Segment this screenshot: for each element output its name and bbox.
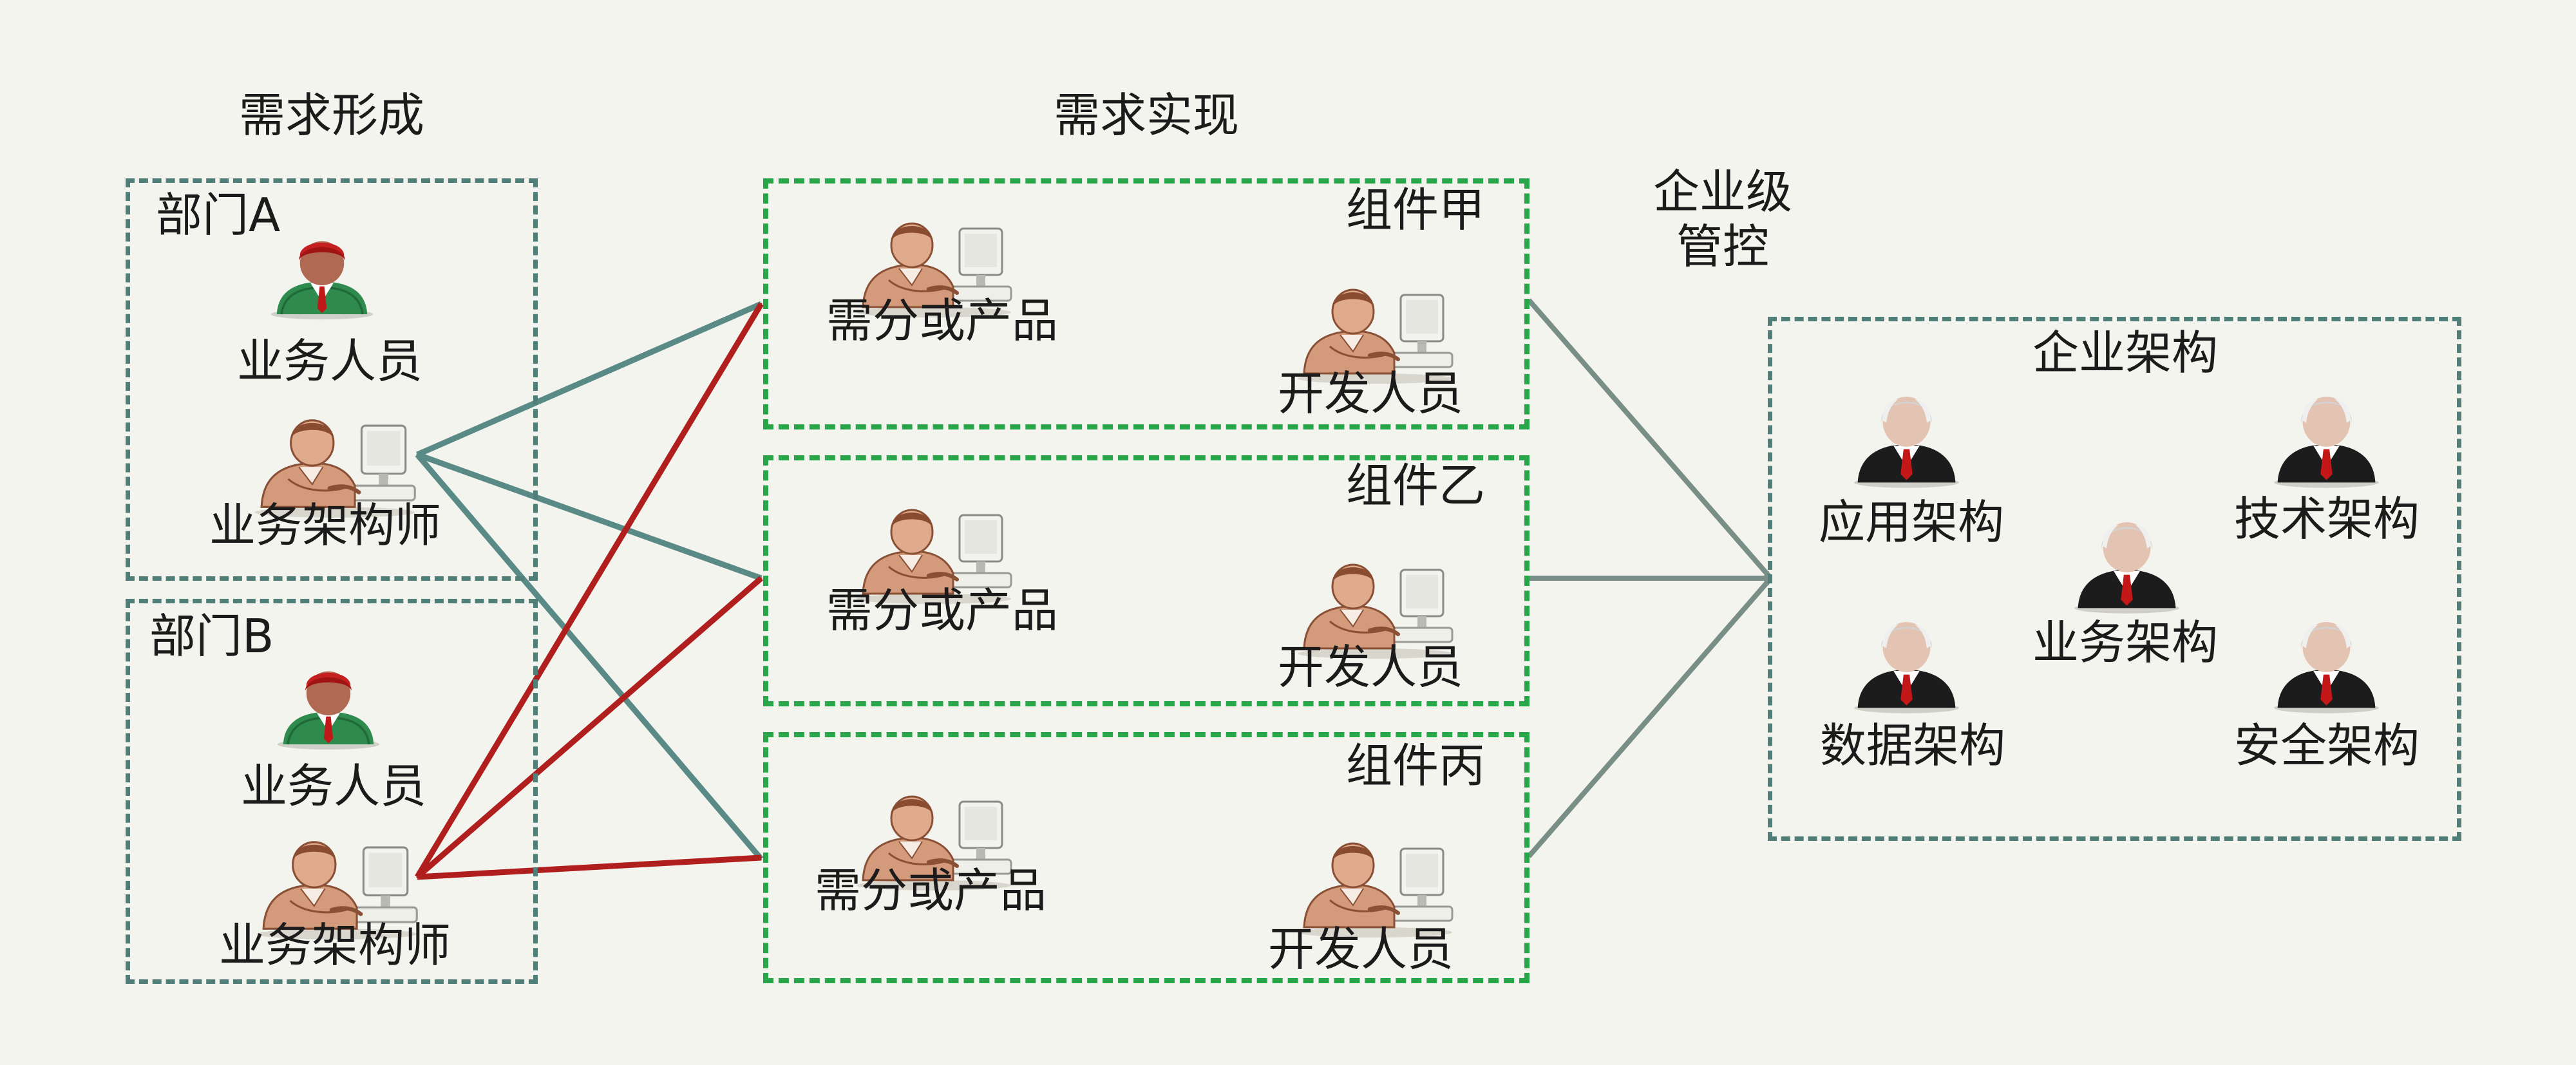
component-jia-analyst-label: 需分或产品 bbox=[826, 294, 1059, 348]
arrow-component-bing-to-enterprise bbox=[1526, 578, 1772, 858]
department-a-box bbox=[126, 178, 538, 581]
application-architecture-label: 应用架构 bbox=[1818, 495, 2005, 549]
department-a-staff-label: 业务人员 bbox=[236, 334, 423, 388]
department-b-label: 部门B bbox=[149, 609, 274, 663]
department-a-label: 部门A bbox=[156, 188, 281, 242]
arrow-component-jia-to-enterprise bbox=[1526, 298, 1772, 579]
arrows-governance bbox=[1526, 298, 1772, 858]
component-jia-box bbox=[763, 178, 1530, 429]
heading-enterprise-governance-line1: 企业级 bbox=[1653, 165, 1793, 219]
department-a-architect-label: 业务架构师 bbox=[209, 498, 442, 552]
component-yi-box bbox=[763, 455, 1530, 706]
component-yi-developer-label: 开发人员 bbox=[1277, 640, 1464, 694]
component-bing-developer-label: 开发人员 bbox=[1267, 922, 1454, 976]
department-b-staff-label: 业务人员 bbox=[240, 759, 427, 813]
technology-architecture-label: 技术架构 bbox=[2233, 492, 2420, 546]
component-jia-label: 组件甲 bbox=[1346, 183, 1486, 237]
arrow-dept-b-to-component-bing bbox=[416, 854, 762, 880]
arrows-dept-b bbox=[415, 302, 764, 880]
component-yi-label: 组件乙 bbox=[1346, 458, 1486, 513]
department-b-architect-label: 业务架构师 bbox=[218, 918, 451, 972]
enterprise-architecture-title: 企业架构 bbox=[2032, 326, 2219, 380]
business-architecture-label: 业务架构 bbox=[2032, 616, 2219, 670]
enterprise-architecture-box bbox=[1768, 317, 2461, 841]
heading-requirement-formation: 需求形成 bbox=[238, 88, 425, 142]
arrow-dept-b-to-component-yi bbox=[415, 576, 763, 880]
data-architecture-label: 数据架构 bbox=[1819, 719, 2006, 773]
component-yi-analyst-label: 需分或产品 bbox=[826, 583, 1059, 637]
heading-enterprise-governance-line2: 管控 bbox=[1676, 220, 1770, 274]
component-jia-developer-label: 开发人员 bbox=[1277, 366, 1464, 420]
component-bing-analyst-label: 需分或产品 bbox=[814, 863, 1047, 918]
security-architecture-label: 安全架构 bbox=[2233, 719, 2420, 773]
component-bing-box bbox=[763, 732, 1530, 983]
component-bing-label: 组件丙 bbox=[1346, 739, 1486, 793]
heading-requirement-realization: 需求实现 bbox=[1053, 88, 1240, 142]
department-b-box bbox=[126, 599, 538, 984]
